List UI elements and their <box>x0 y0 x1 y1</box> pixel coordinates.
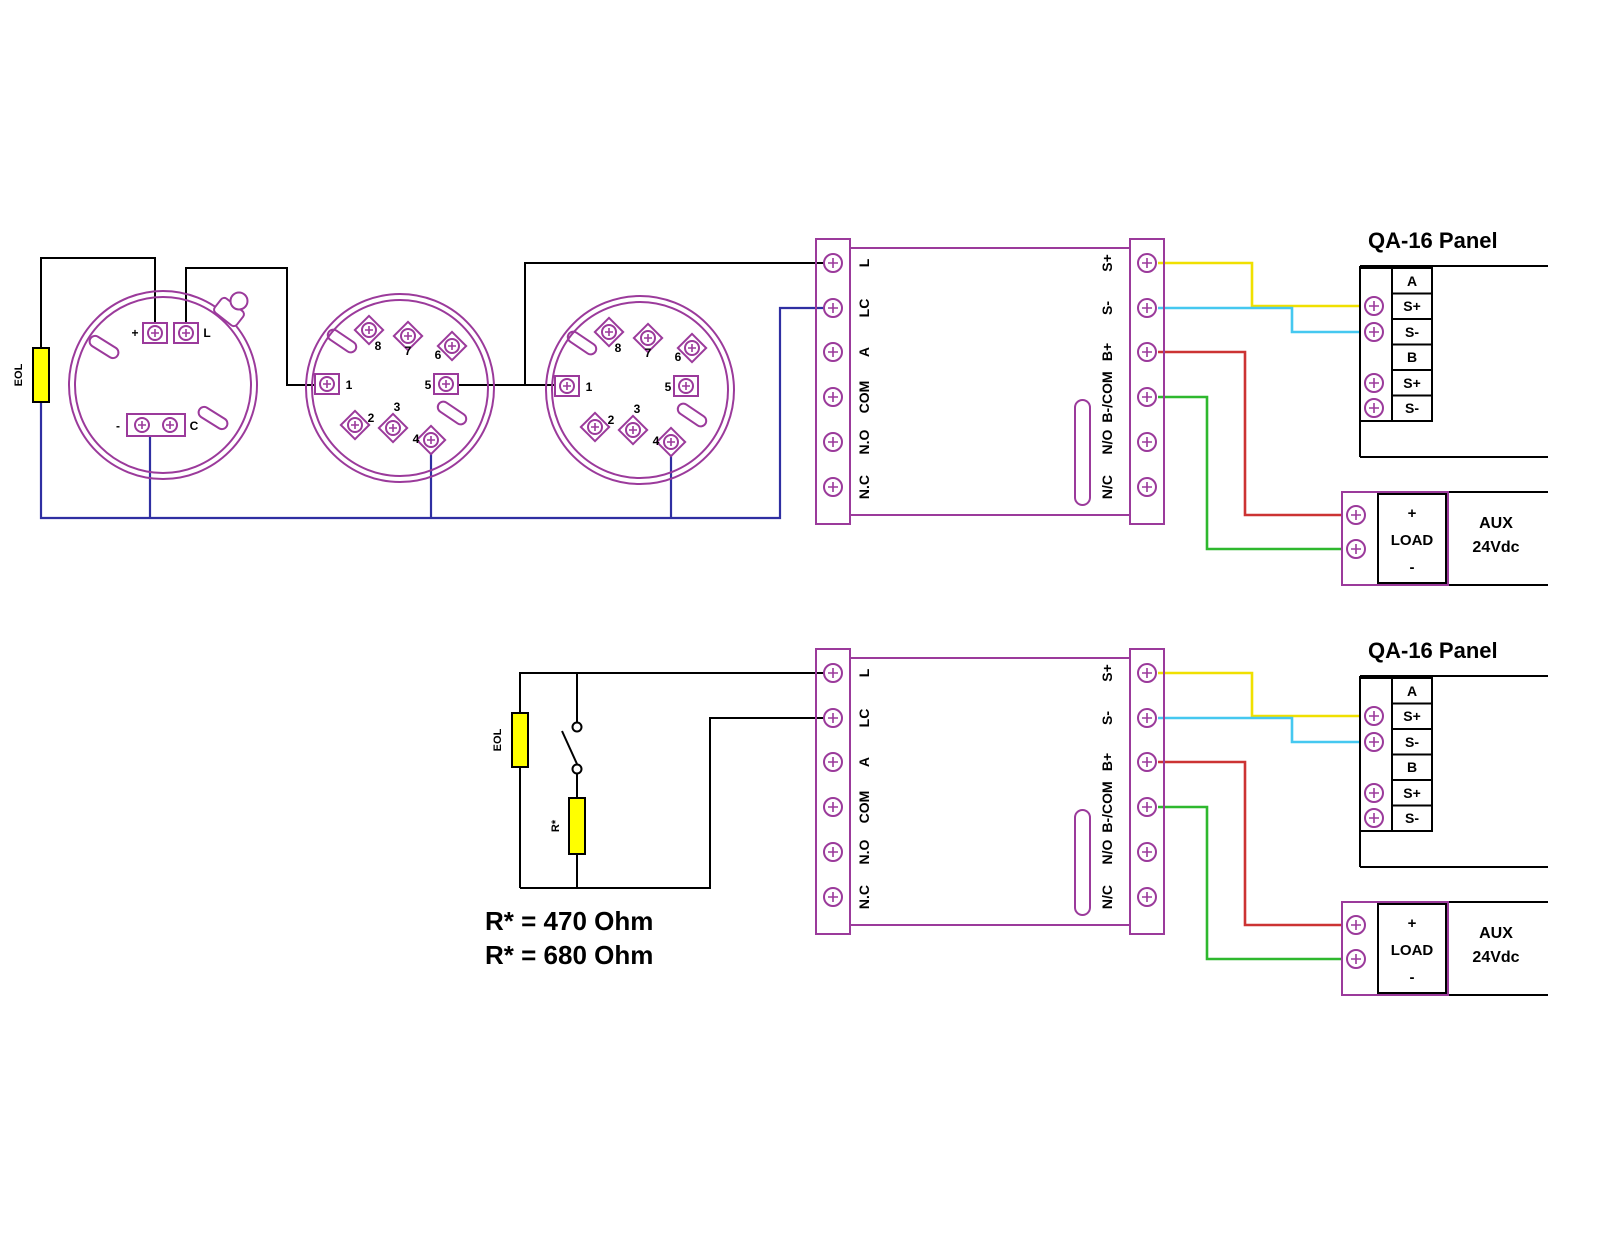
mounting-tab-hole <box>229 291 249 311</box>
eol-resistor-body <box>511 712 529 768</box>
r-star-label: R* <box>550 819 562 832</box>
switch-contact-bottom <box>571 763 583 775</box>
r-star-resistor-body <box>568 797 586 855</box>
wire-return-to-module-lc <box>520 717 826 889</box>
eol-resistor-body <box>32 347 50 403</box>
wire-common-bus <box>39 306 826 520</box>
wire-eol-to-plus <box>40 257 156 348</box>
base1-c-label: C <box>190 419 199 433</box>
note-resistor-680: R* = 680 Ohm <box>485 940 653 970</box>
contact-circuit-wiring <box>519 672 826 889</box>
switch-contact-top <box>571 721 583 733</box>
base1-plus-label: + <box>131 326 138 340</box>
detector-base-1: + L - C <box>68 290 258 480</box>
switch-blade <box>561 730 578 765</box>
r-star-resistor: R* <box>550 797 586 855</box>
base1-l-label: L <box>203 326 210 340</box>
eol-resistor-bottom: EOL <box>492 712 529 768</box>
right-assembly-bottom <box>816 638 1548 995</box>
wire-loop-to-module-l <box>524 262 826 385</box>
detector-base-2 <box>306 294 494 482</box>
detector-base-3 <box>546 296 734 484</box>
detector-loop-wiring <box>39 257 826 520</box>
eol-label: EOL <box>492 728 504 751</box>
alarm-contact-switch <box>561 721 583 775</box>
right-assembly-top <box>816 228 1548 585</box>
eol-label: EOL <box>13 363 25 386</box>
eol-resistor-top: EOL <box>13 347 50 403</box>
wire-base1-to-base2 <box>185 267 317 386</box>
wire-eol-to-module-l <box>519 672 826 713</box>
note-resistor-470: R* = 470 Ohm <box>485 906 653 936</box>
base1-minus-label: - <box>116 419 120 433</box>
